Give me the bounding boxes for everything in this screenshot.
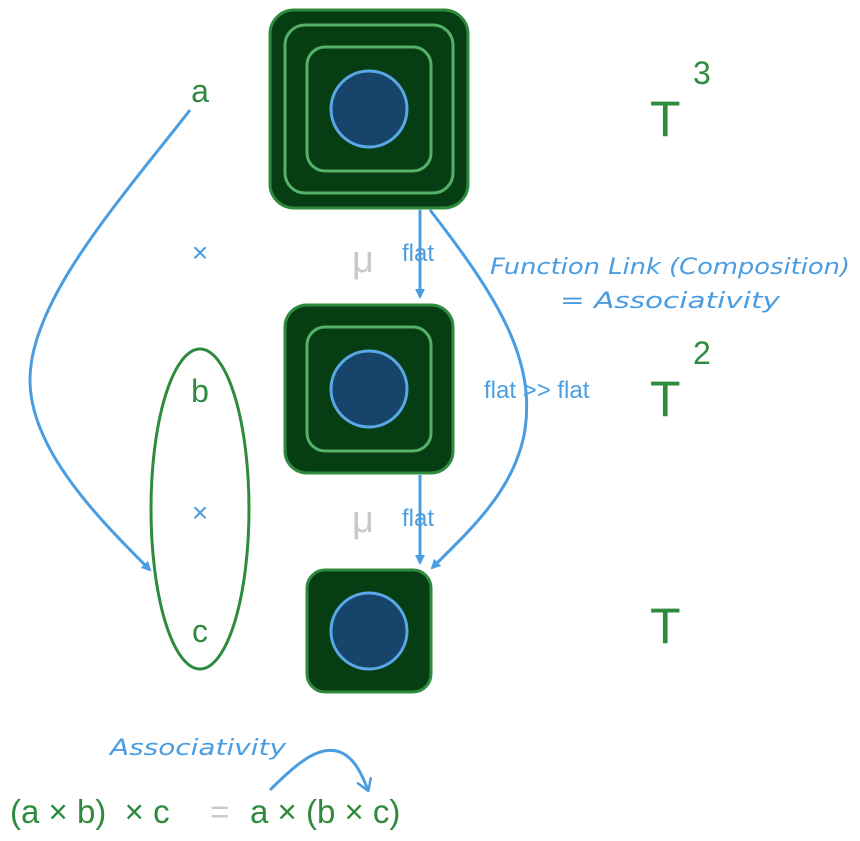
equation-equals: = <box>210 793 229 830</box>
mu-label-1: μ <box>352 239 374 281</box>
label-c: c <box>192 613 208 649</box>
equation-rhs: a × (b × c) <box>250 793 400 830</box>
t3-exponent: 3 <box>693 55 711 91</box>
t1-box <box>305 568 433 694</box>
t1-label: T <box>650 598 681 654</box>
associativity-label: Associativity <box>107 736 287 761</box>
t2-value-dot <box>329 349 409 429</box>
mu-label-2: μ <box>352 499 374 541</box>
t2-label: T <box>650 371 681 427</box>
t3-box <box>268 8 470 210</box>
label-b: b <box>191 373 209 409</box>
associativity-arrow <box>268 748 368 790</box>
t3-value-dot <box>329 69 409 149</box>
flat-flat-label: flat >> flat <box>484 377 590 404</box>
times-symbol-2: × <box>192 497 208 528</box>
t2-box <box>283 303 455 475</box>
t1-value-dot <box>329 591 409 671</box>
flat-label-1: flat <box>402 240 434 267</box>
flat-label-2: flat <box>402 505 434 532</box>
a-to-bc-arrow <box>28 109 192 572</box>
bc-group-ellipse <box>149 347 251 671</box>
times-symbol-1: × <box>192 237 208 268</box>
flat-flat-arrow <box>428 209 529 570</box>
t3-label: T <box>650 91 681 147</box>
label-a: a <box>191 73 209 109</box>
composition-annotation-line2: = Associativity <box>560 289 781 314</box>
equation-lhs: (a × b) × c <box>10 793 170 830</box>
t2-exponent: 2 <box>693 335 711 371</box>
composition-annotation-line1: Function Link (Composition) <box>490 255 850 280</box>
